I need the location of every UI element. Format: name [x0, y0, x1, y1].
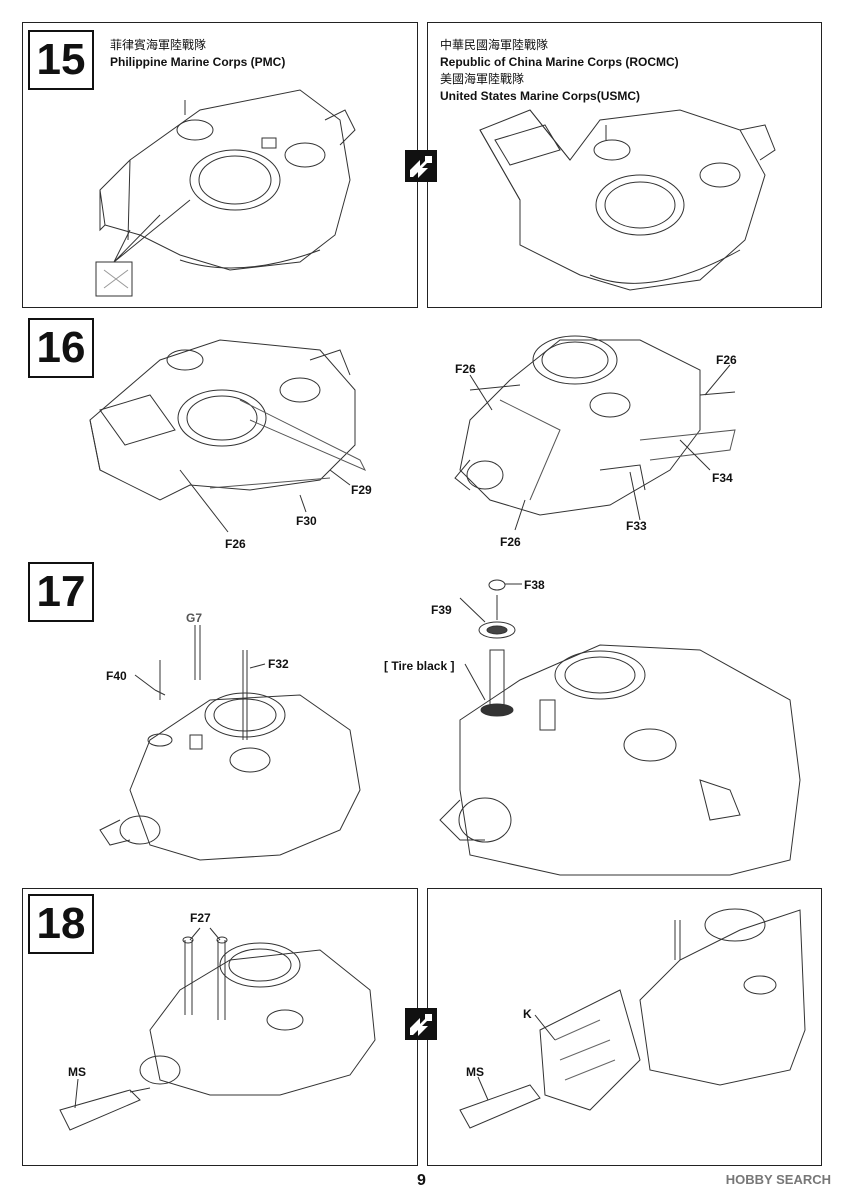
usmc-english-label: United States Marine Corps(USMC)	[440, 89, 641, 103]
part-label-f26-d: F26	[500, 535, 521, 549]
variant-switch-arrow-icon-15	[405, 150, 437, 182]
turret-16-left	[89, 339, 367, 533]
turret-15-pmc	[95, 89, 356, 297]
turret-16-right	[454, 335, 736, 531]
pmc-header: 菲律賓海軍陸戰隊 Philippine Marine Corps (PMC)	[110, 37, 285, 71]
step-number-17: 17	[28, 562, 94, 622]
page-number: 9	[417, 1172, 426, 1189]
turret-18-left	[59, 927, 376, 1131]
part-label-f39: F39	[431, 603, 452, 617]
part-label-f30: F30	[296, 514, 317, 528]
usmc-chinese-label: 美國海軍陸戰隊	[440, 72, 525, 86]
turret-18-right	[459, 908, 806, 1129]
part-label-ms-right: MS	[466, 1065, 484, 1079]
step-number-16: 16	[28, 318, 94, 378]
variant-switch-arrow-icon-18	[405, 1008, 437, 1040]
step-15-right-panel	[427, 22, 822, 308]
part-label-f26-a: F26	[225, 537, 246, 551]
part-label-g7: G7	[186, 611, 203, 625]
part-label-f40: F40	[106, 669, 127, 683]
part-label-f26-b: F26	[455, 362, 476, 376]
turret-17-right	[439, 579, 801, 876]
watermark: HOBBY SEARCH	[725, 1172, 831, 1187]
pmc-chinese-label: 菲律賓海軍陸戰隊	[110, 38, 207, 52]
step-18-right-panel	[427, 888, 822, 1166]
part-label-k: K	[523, 1007, 532, 1021]
part-label-f38: F38	[524, 578, 545, 592]
part-label-f27: F27	[190, 911, 211, 925]
pmc-english-label: Philippine Marine Corps (PMC)	[110, 55, 286, 69]
part-label-f34: F34	[712, 471, 733, 485]
part-label-ms-left: MS	[68, 1065, 86, 1079]
part-label-f26-c: F26	[716, 353, 737, 367]
turret-15-rocmc-usmc	[479, 109, 776, 291]
part-label-f33: F33	[626, 519, 647, 533]
rocmc-chinese-label: 中華民國海軍陸戰隊	[440, 38, 549, 52]
step-number-15: 15	[28, 30, 94, 90]
rocmc-usmc-header: 中華民國海軍陸戰隊 Republic of China Marine Corps…	[440, 37, 679, 105]
step-number-18: 18	[28, 894, 94, 954]
paint-callout-tire-black: [ Tire black ]	[384, 659, 455, 673]
rocmc-english-label: Republic of China Marine Corps (ROCMC)	[440, 55, 679, 69]
part-label-f29: F29	[351, 483, 372, 497]
turret-17-left	[99, 625, 361, 861]
part-label-f32: F32	[268, 657, 289, 671]
